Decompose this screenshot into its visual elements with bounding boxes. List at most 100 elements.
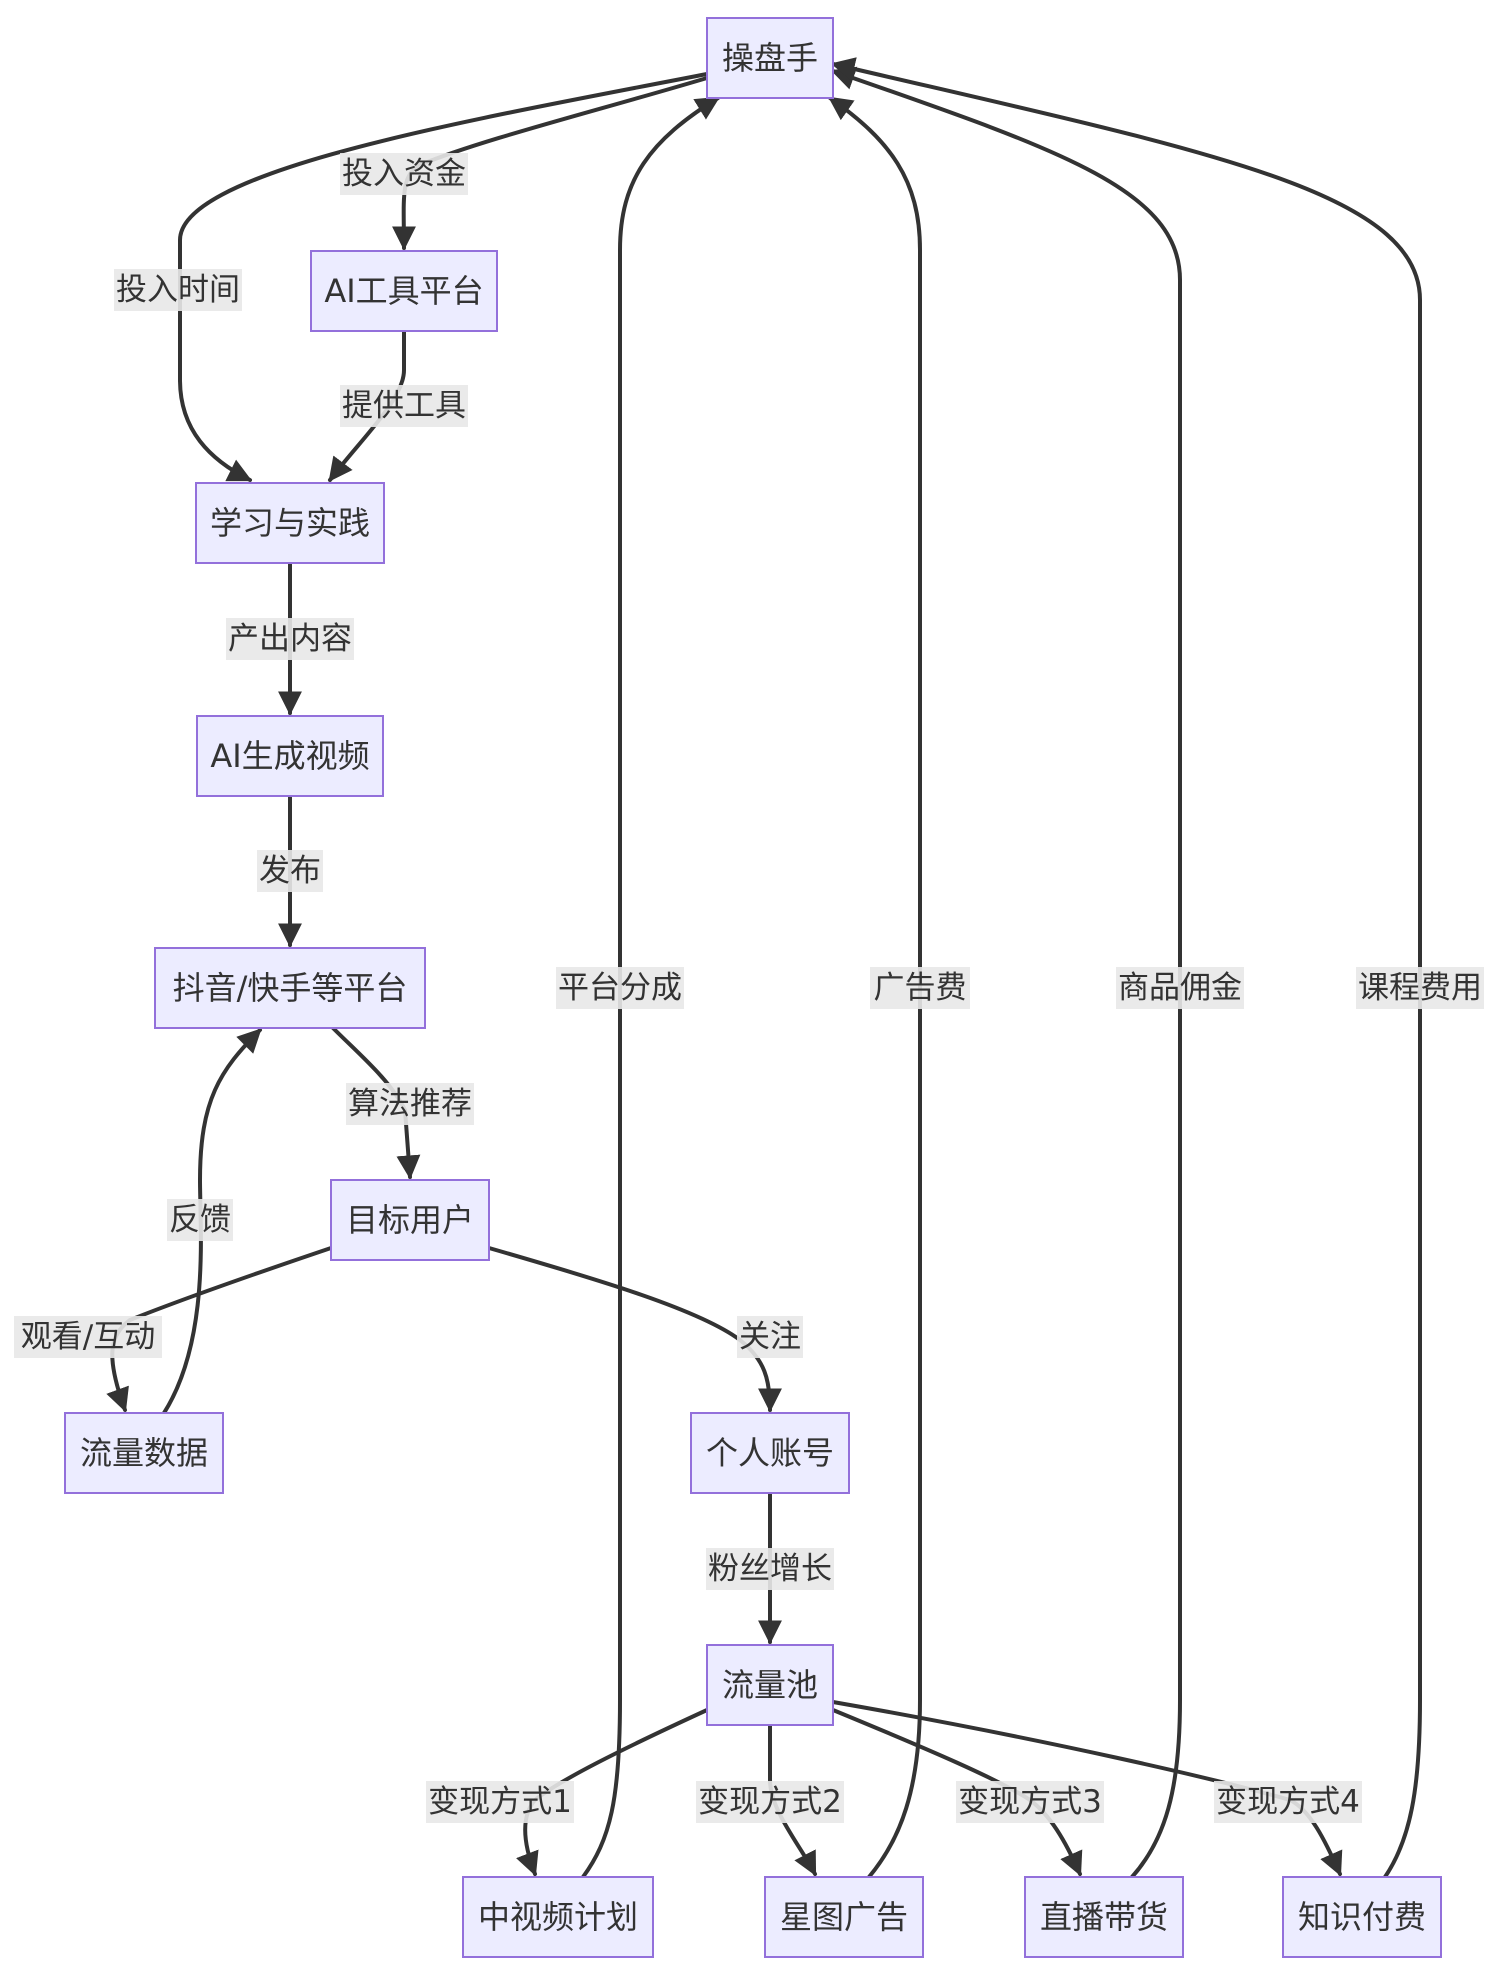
edge-line: [830, 57, 1422, 1879]
edge-label-text: 关注: [739, 1319, 801, 1355]
edge-line: [487, 1246, 782, 1413]
edge-label-background: [426, 1781, 574, 1823]
node-box: [1282, 1876, 1442, 1958]
edge-label-background: [1116, 967, 1244, 1009]
edge-traffic_data-to-platforms: [162, 1028, 262, 1415]
edge-label-text: 观看/互动: [21, 1319, 155, 1355]
edge-label-background: [114, 269, 242, 311]
edge-label-e16: 广告费: [870, 967, 970, 1009]
edge-label-text: 发布: [259, 853, 321, 889]
edge-knowledge-to-operator: [830, 57, 1422, 1879]
node-box: [764, 1876, 924, 1958]
edge-label-e1: 投入时间: [114, 269, 242, 311]
edge-label-e18: 课程费用: [1356, 967, 1484, 1009]
edge-label-background: [556, 967, 684, 1009]
node-box: [706, 17, 834, 99]
edge-label-text: 变现方式3: [958, 1784, 1102, 1820]
node-label: 流量数据: [80, 1434, 208, 1472]
node-label: 个人账号: [706, 1434, 834, 1472]
edge-label-e10: 粉丝增长: [706, 1548, 834, 1590]
edge-line: [830, 66, 1182, 1879]
node-mid-video[interactable]: 中视频计划: [462, 1876, 654, 1958]
edge-line: [162, 1028, 262, 1415]
edge-line: [581, 96, 721, 1879]
edge-label-text: 投入资金: [342, 156, 466, 192]
node-traffic-data[interactable]: 流量数据: [64, 1412, 224, 1494]
node-box: [195, 482, 385, 564]
edge-label-text: 产出内容: [228, 621, 352, 657]
node-box: [1024, 1876, 1184, 1958]
edge-label-text: 广告费: [874, 970, 967, 1006]
edge-users-to-traffic_data: [106, 1246, 333, 1413]
edge-label-e9: 关注: [737, 1316, 803, 1358]
edge-label-background: [346, 1083, 474, 1125]
node-box: [690, 1412, 850, 1494]
node-label: 抖音/快手等平台: [173, 969, 408, 1007]
edge-label-e4: 产出内容: [226, 618, 354, 660]
edge-operator-to-learn: [178, 72, 709, 482]
node-label: AI生成视频: [210, 737, 369, 775]
edge-label-background: [340, 385, 468, 427]
node-operator[interactable]: 操盘手: [706, 17, 834, 99]
edge-label-background: [14, 1316, 162, 1358]
node-ai-video[interactable]: AI生成视频: [196, 715, 384, 797]
node-knowledge[interactable]: 知识付费: [1282, 1876, 1442, 1958]
node-box: [462, 1876, 654, 1958]
edge-label-text: 粉丝增长: [708, 1551, 832, 1587]
node-label: 中视频计划: [478, 1898, 638, 1936]
edge-label-text: 变现方式1: [428, 1784, 572, 1820]
node-learn[interactable]: 学习与实践: [195, 482, 385, 564]
edge-label-e2: 投入资金: [340, 153, 468, 195]
node-label: 直播带货: [1040, 1898, 1168, 1936]
edge-label-e7: 观看/互动: [14, 1316, 162, 1358]
node-ai-tools[interactable]: AI工具平台: [310, 250, 498, 332]
edge-label-e3: 提供工具: [340, 385, 468, 427]
node-label: 流量池: [722, 1666, 818, 1704]
edge-line: [178, 72, 709, 482]
edge-label-background: [167, 1199, 233, 1241]
node-users[interactable]: 目标用户: [330, 1179, 490, 1261]
node-xingtu[interactable]: 星图广告: [764, 1876, 924, 1958]
node-live[interactable]: 直播带货: [1024, 1876, 1184, 1958]
edge-label-text: 变现方式4: [1216, 1784, 1360, 1820]
edge-label-text: 变现方式2: [698, 1784, 842, 1820]
edge-label-background: [956, 1781, 1104, 1823]
edge-label-e12: 变现方式2: [696, 1781, 844, 1823]
node-label: 目标用户: [346, 1201, 474, 1239]
edge-label-background: [1214, 1781, 1362, 1823]
node-box: [196, 715, 384, 797]
edge-mid_video-to-operator: [581, 96, 721, 1879]
edge-users-to-account: [487, 1246, 782, 1413]
node-account[interactable]: 个人账号: [690, 1412, 850, 1494]
edge-label-e8: 反馈: [167, 1199, 233, 1241]
edge-label-e15: 平台分成: [556, 967, 684, 1009]
edge-label-text: 平台分成: [558, 970, 682, 1006]
edge-label-background: [1356, 967, 1484, 1009]
edge-label-text: 反馈: [169, 1202, 231, 1238]
edge-label-text: 商品佣金: [1118, 970, 1242, 1006]
edge-label-background: [870, 967, 970, 1009]
node-box: [310, 250, 498, 332]
edge-label-background: [340, 153, 468, 195]
edge-label-background: [706, 1548, 834, 1590]
node-label: AI工具平台: [324, 272, 483, 310]
edge-live-to-operator: [830, 66, 1182, 1879]
node-platforms[interactable]: 抖音/快手等平台: [154, 947, 426, 1029]
edge-label-text: 算法推荐: [348, 1086, 472, 1122]
edge-label-e6: 算法推荐: [346, 1083, 474, 1125]
edge-label-background: [226, 618, 354, 660]
node-box: [64, 1412, 224, 1494]
edge-label-e17: 商品佣金: [1116, 967, 1244, 1009]
edge-label-e14: 变现方式4: [1214, 1781, 1362, 1823]
edge-operator-to-ai_tools: [391, 76, 709, 251]
node-box: [330, 1179, 490, 1261]
node-label: 知识付费: [1298, 1898, 1426, 1936]
edge-label-text: 提供工具: [342, 388, 466, 424]
node-label: 操盘手: [722, 39, 818, 77]
node-pool[interactable]: 流量池: [706, 1644, 834, 1726]
node-label: 星图广告: [780, 1898, 908, 1936]
node-label: 学习与实践: [210, 504, 370, 542]
